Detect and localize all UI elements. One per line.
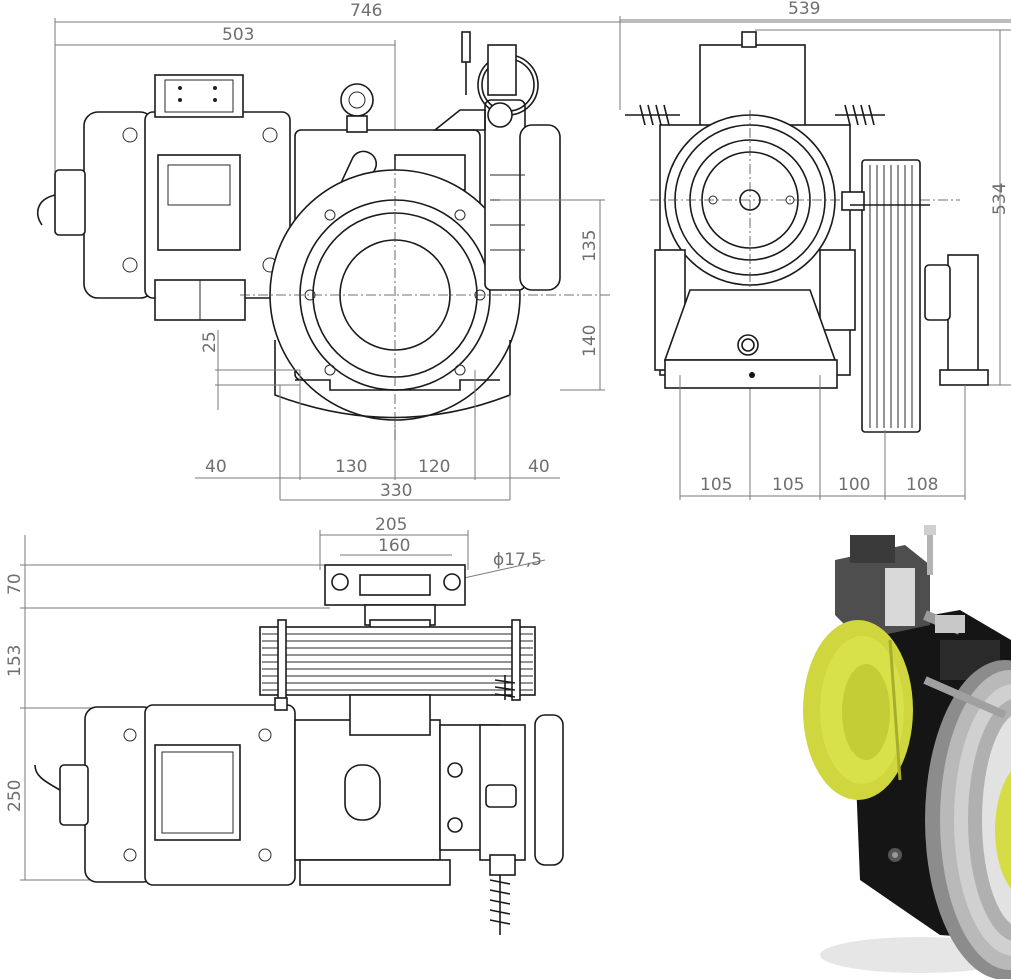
- dim-side-seg1: 105: [700, 475, 732, 495]
- dim-left-half: 130: [335, 457, 367, 477]
- dim-base-width: 330: [380, 481, 412, 501]
- dim-right-half: 120: [418, 457, 450, 477]
- dim-height-b: 153: [5, 645, 25, 677]
- top-view: 205 160 ϕ17,5 70 153 250: [5, 515, 564, 935]
- dim-hole-spacing: 160: [378, 536, 410, 556]
- dim-side-width: 539: [788, 0, 820, 19]
- dim-side-seg4: 108: [906, 475, 938, 495]
- dim-hole-diameter: ϕ17,5: [493, 550, 542, 570]
- dim-right-offset: 40: [528, 457, 550, 477]
- side-view: 539 534: [619, 0, 1011, 500]
- dim-height-c: 250: [5, 780, 25, 812]
- dim-bracket-width: 205: [375, 515, 407, 535]
- dim-upper-height: 135: [580, 230, 600, 262]
- dim-motor-width: 503: [222, 25, 254, 45]
- dim-height-a: 70: [5, 573, 25, 595]
- dim-side-seg3: 100: [838, 475, 870, 495]
- dim-base-offset: 25: [200, 331, 220, 353]
- dim-lower-height: 140: [580, 325, 600, 357]
- front-view: 746 503: [36, 1, 1011, 501]
- dim-total-width: 746: [350, 1, 382, 21]
- product-render: [803, 525, 1011, 979]
- dim-side-height: 534: [990, 183, 1010, 215]
- dim-left-offset: 40: [205, 457, 227, 477]
- dim-side-seg2: 105: [772, 475, 804, 495]
